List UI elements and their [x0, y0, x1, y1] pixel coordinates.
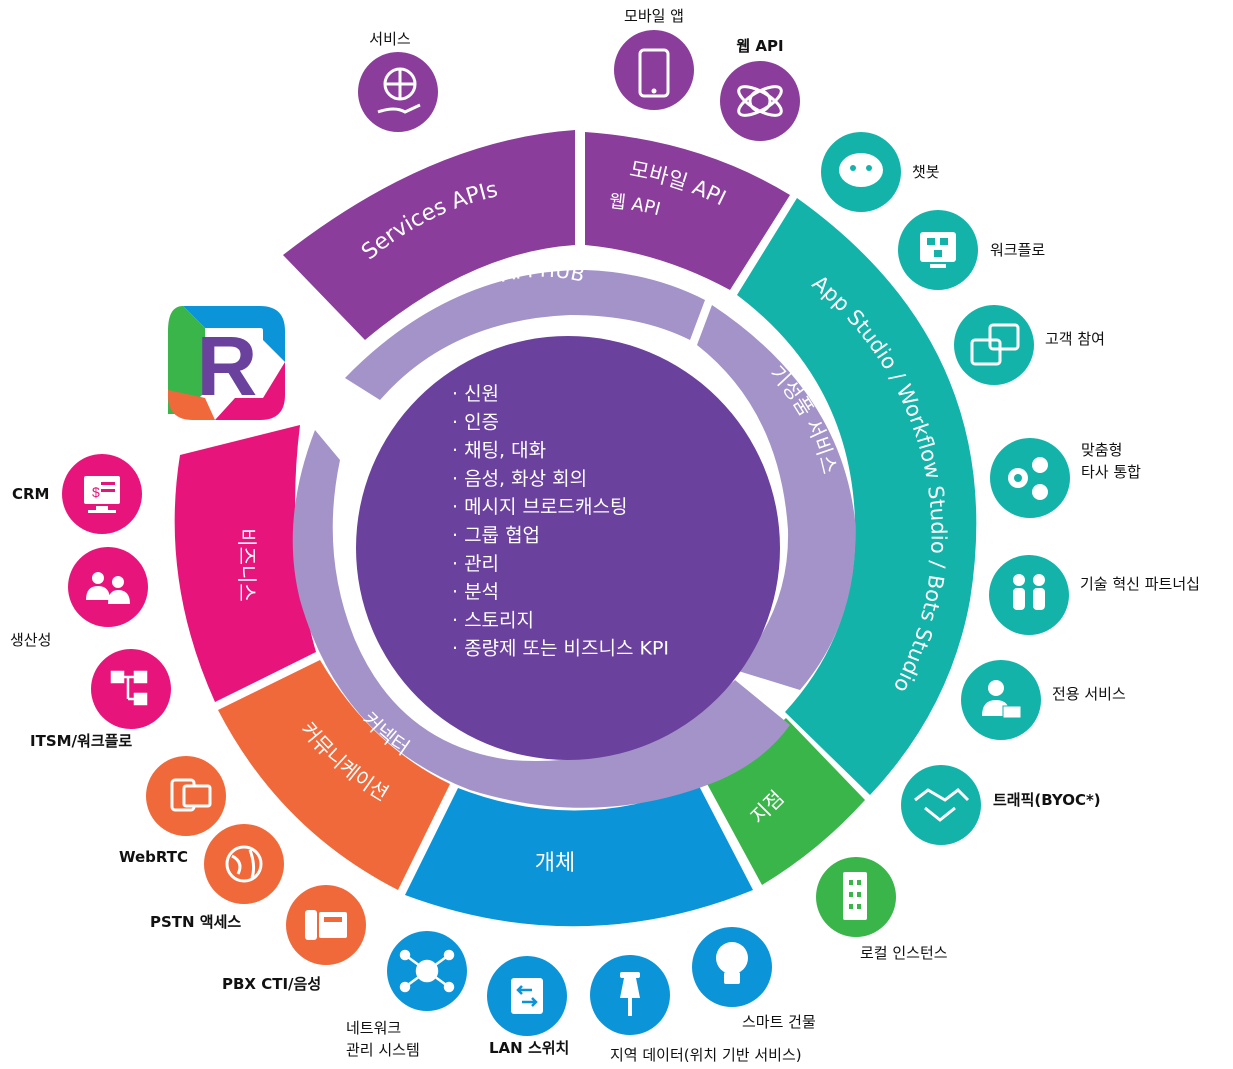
workflow-icon — [920, 232, 956, 268]
custom-integration-line1: 맞춤형 — [1081, 441, 1122, 459]
services-item[interactable]: 서비스 — [358, 30, 438, 132]
mobile-app-caption: 모바일 앱 — [624, 7, 684, 25]
tech-partner-caption: 기술 혁신 파트너십 — [1080, 575, 1200, 593]
web-api-item[interactable]: 웹 API — [720, 37, 800, 141]
local-instance-item[interactable]: 로컬 인스턴스 — [816, 857, 948, 962]
network-mgmt-line1: 네트워크 — [346, 1019, 401, 1037]
segment-communication[interactable] — [218, 660, 450, 890]
ring-premium-services[interactable] — [697, 305, 856, 690]
center-list-item: · 분석 — [452, 581, 499, 603]
logo-letter: R — [197, 319, 258, 413]
devices-icon — [170, 778, 212, 812]
network-mgmt-item[interactable]: 네트워크 관리 시스템 — [346, 931, 467, 1059]
lan-switch-item[interactable]: LAN 스위치 — [487, 956, 569, 1057]
ring-api-hub[interactable] — [345, 270, 705, 400]
pushpin-icon — [620, 972, 640, 1016]
productivity-item[interactable]: 생산성 — [10, 547, 148, 649]
globe-hand-icon — [377, 67, 421, 114]
lightbulb-icon — [716, 942, 748, 984]
location-data-caption: 지역 데이터(위치 기반 서비스) — [610, 1046, 802, 1064]
center-circle — [356, 336, 780, 760]
pbx-caption: PBX CTI/음성 — [222, 975, 321, 993]
services-caption: 서비스 — [369, 30, 411, 48]
workflow-caption: 워크플로 — [990, 241, 1045, 259]
chatbot-icon — [839, 153, 883, 187]
smartphone-icon — [638, 48, 670, 98]
local-instance-caption: 로컬 인스턴스 — [860, 944, 948, 962]
desk-phone-icon — [305, 910, 347, 940]
center-list-item: · 메시지 브로드캐스팅 — [452, 496, 627, 518]
center-list-item: · 채팅, 대화 — [452, 440, 546, 462]
mobile-app-item[interactable]: 모바일 앱 — [614, 7, 694, 110]
gears-icon — [1008, 457, 1048, 500]
dedicated-service-caption: 전용 서비스 — [1052, 685, 1126, 703]
flowchart-icon — [110, 670, 148, 706]
webrtc-item[interactable]: WebRTC — [119, 756, 226, 866]
webrtc-caption: WebRTC — [119, 848, 188, 866]
lan-switch-caption: LAN 스위치 — [489, 1039, 569, 1057]
object-label: 개체 — [535, 851, 575, 876]
tech-partner-item[interactable]: 기술 혁신 파트너십 — [989, 555, 1200, 635]
business-label: 비즈니스 — [235, 528, 259, 602]
segment-business[interactable] — [174, 425, 316, 702]
segment-app-studio[interactable] — [737, 198, 977, 795]
dedicated-service-item[interactable]: 전용 서비스 — [961, 660, 1126, 740]
windows-icon — [970, 323, 1020, 366]
pstn-item[interactable]: PSTN 액세스 — [150, 824, 284, 931]
crm-item[interactable]: $ CRM — [12, 454, 142, 534]
smart-building-item[interactable]: 스마트 건물 — [692, 927, 816, 1031]
crm-caption: CRM — [12, 485, 50, 503]
building-icon — [843, 872, 867, 920]
chatbot-caption: 챗봇 — [912, 163, 940, 181]
customer-engagement-item[interactable]: 고객 참여 — [954, 305, 1105, 385]
itsm-caption: ITSM/워크플로 — [30, 732, 132, 750]
segment-object[interactable] — [405, 784, 753, 927]
center-feature-list: · 신원 · 인증 · 채팅, 대화 · 음성, 화상 회의 · 메시지 브로드캐스팅 ·… — [452, 383, 669, 660]
center-list-item: · 스토리지 — [452, 609, 534, 631]
chatbot-item[interactable]: 챗봇 — [821, 132, 940, 212]
customer-engagement-caption: 고객 참여 — [1045, 330, 1105, 348]
pbx-item[interactable]: PBX CTI/음성 — [222, 885, 366, 993]
network-mgmt-line2: 관리 시스템 — [346, 1041, 420, 1059]
workflow-item[interactable]: 워크플로 — [898, 210, 1045, 290]
logo: R — [168, 306, 285, 420]
itsm-item[interactable]: ITSM/워크플로 — [30, 649, 171, 750]
switch-icon — [511, 978, 543, 1014]
center-list-item: · 신원 — [452, 383, 499, 405]
network-hub-icon — [399, 949, 455, 993]
inner-ring — [292, 270, 856, 808]
location-data-item[interactable]: 지역 데이터(위치 기반 서비스) — [590, 955, 802, 1064]
segment-services-apis[interactable] — [283, 130, 575, 340]
pstn-caption: PSTN 액세스 — [150, 913, 241, 931]
smart-building-caption: 스마트 건물 — [742, 1013, 816, 1031]
web-api-caption: 웹 API — [736, 37, 783, 55]
productivity-caption: 생산성 — [10, 631, 51, 649]
center-list-item: · 음성, 화상 회의 — [452, 468, 587, 490]
center-list-item: · 인증 — [452, 411, 499, 433]
computer-dollar-icon: $ — [84, 476, 120, 513]
partners-icon — [1013, 574, 1045, 610]
traffic-caption: 트래픽(BYOC*) — [993, 791, 1101, 809]
atom-globe-icon — [737, 85, 783, 117]
svg-text:$: $ — [92, 484, 100, 500]
segment-mobile-web-api[interactable] — [585, 132, 790, 290]
center-list-item: · 종량제 또는 비즈니스 KPI — [452, 638, 669, 660]
user-icon — [982, 680, 1022, 719]
custom-integration-item[interactable]: 맞춤형 타사 통합 — [990, 438, 1141, 518]
center-list-item: · 관리 — [452, 553, 499, 575]
custom-integration-line2: 타사 통합 — [1081, 463, 1141, 481]
traffic-item[interactable]: 트래픽(BYOC*) — [901, 765, 1101, 845]
handshake-icon — [914, 788, 970, 822]
center-list-item: · 그룹 협업 — [452, 525, 540, 547]
globe-icon — [225, 845, 263, 883]
team-icon — [86, 572, 130, 604]
